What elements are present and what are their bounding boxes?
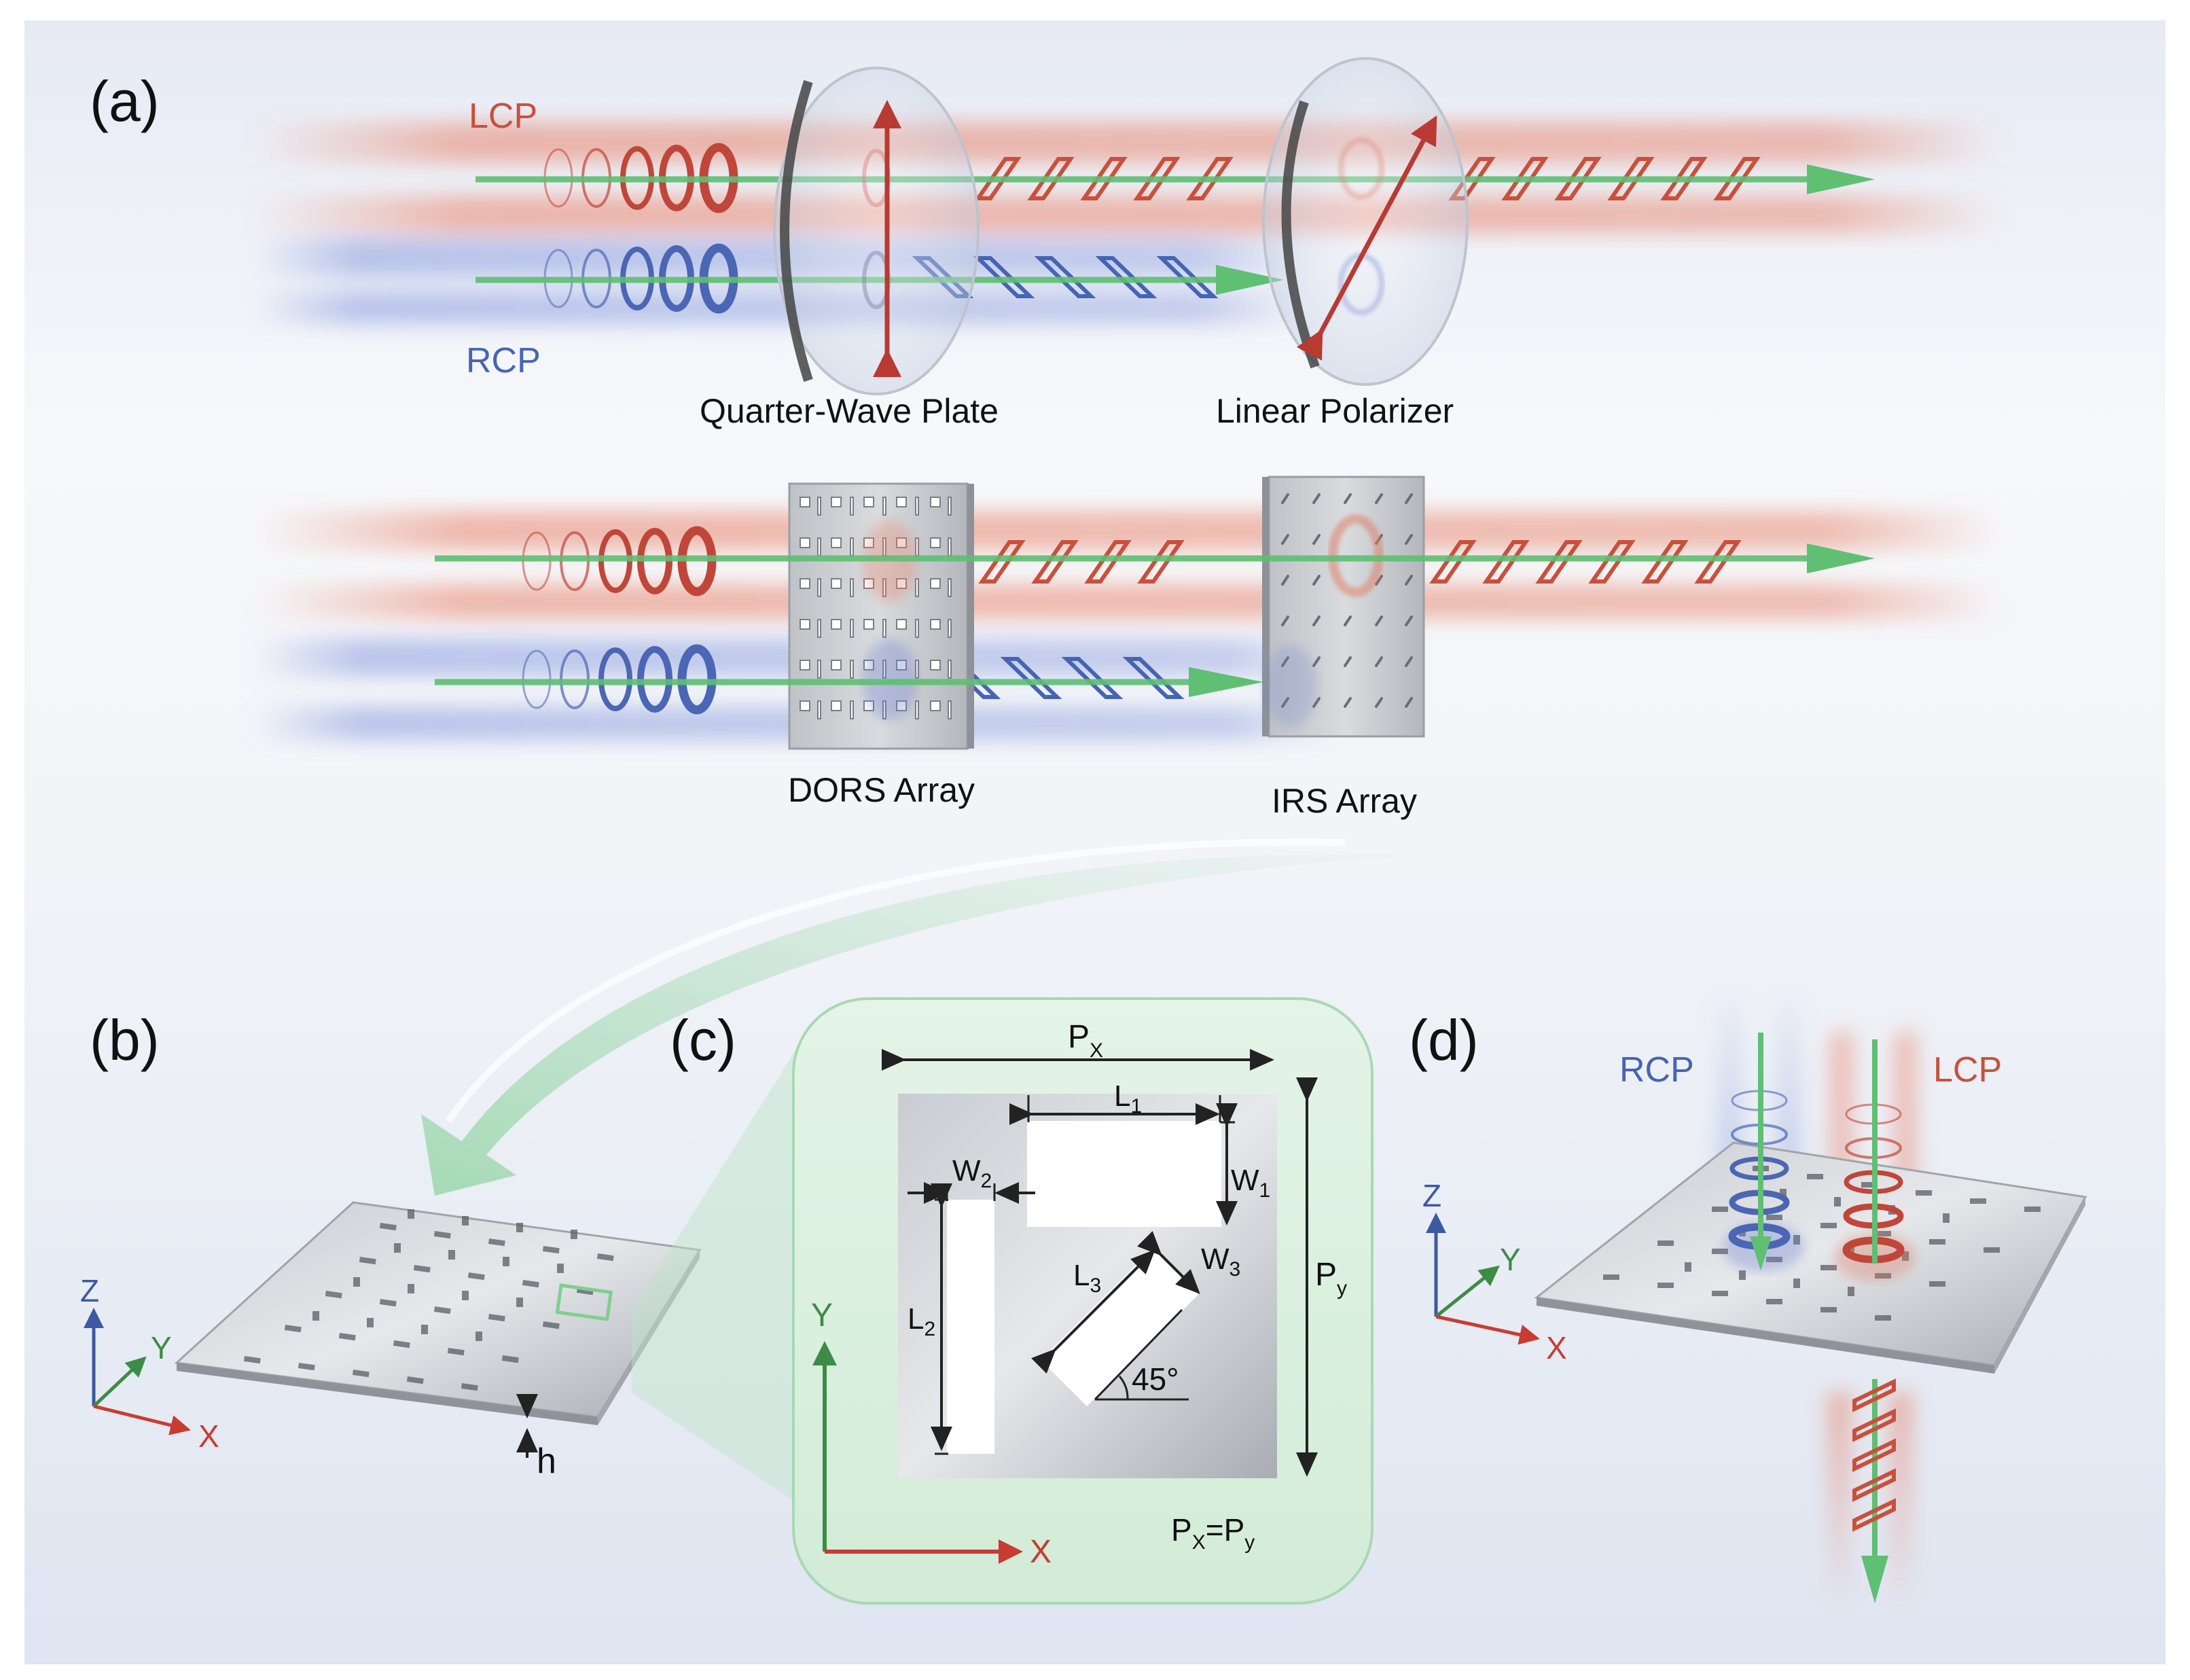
axis-b-y: Y [151,1330,172,1365]
lcp-beam-lower-b [251,584,2004,620]
rcp-arrowhead-bottom [1189,667,1263,697]
panel-d-label: (d) [1409,1008,1479,1072]
w1-label: W1 [1231,1164,1270,1202]
polarizer-label: Linear Polarizer [1216,392,1454,430]
lcp-arrowhead-top [1807,164,1875,194]
slot-l1 [1027,1121,1221,1227]
irs-label: IRS Array [1272,782,1417,820]
slot-l2 [947,1200,994,1454]
lcp-beam-upper [251,122,2004,163]
lcp-linear-wave-top [974,157,1761,200]
lcp-label-top: LCP [469,96,537,136]
transmitted-linear-wave-d [1852,1378,1896,1532]
axis-d-y: Y [1500,1242,1521,1277]
panel-b-label: (b) [90,1008,160,1072]
rcp-label-d: RCP [1619,1050,1694,1090]
l3-label: L3 [1073,1259,1101,1297]
w3-label: W3 [1201,1243,1240,1281]
axis-b-z: Z [80,1273,99,1308]
polarizer-axis-arrow [1296,115,1437,361]
px-equals-py: PX=Py [1171,1512,1255,1554]
axis-b-x: X [198,1418,219,1454]
l1-label: L1 [1114,1079,1142,1118]
px-label: PX [1068,1019,1103,1062]
transmitted-beam-d-left [1827,1393,1852,1596]
panel-c-label: (c) [670,1008,736,1072]
unit-cell-highlight [555,1283,613,1321]
w2-label: W2 [952,1154,992,1192]
axis-c-y: Y [811,1298,833,1334]
irs-slots [1281,493,1413,708]
panel-d: (d) RCP LCP [1409,999,2087,1603]
axes-d: Z Y X [1422,1178,1567,1365]
dors-slots [800,497,952,719]
zoom-wedge [632,1019,815,1515]
axis-d-x: X [1546,1330,1567,1365]
thickness-label: h [537,1442,556,1481]
dors-array [788,482,974,750]
linear-polarizer [1262,57,1469,386]
angle-label: 45° [1132,1361,1179,1397]
transmitted-arrowhead-d [1861,1556,1888,1603]
axes-c: Y X [811,1298,1052,1570]
rcp-arrowhead-d [1750,1236,1772,1270]
qwp-label: Quarter-Wave Plate [700,392,999,430]
panel-a: (a) LCP RCP [90,57,2004,820]
panel-a-label: (a) [90,69,160,133]
plate-b-slots [243,1209,614,1391]
panel-c: (c) PX Py L1 W1 W2 L2 [670,997,1374,1605]
lcp-arrowhead-bottom [1807,543,1875,573]
rcp-label-top: RCP [466,341,541,380]
axes-b: Z Y X [80,1273,219,1454]
quarter-wave-plate [773,67,980,395]
lcp-beam-lower [251,196,2004,234]
py-label: Py [1315,1257,1347,1300]
metasurface-plate-b [174,1201,702,1425]
zoom-curve-arrow [421,838,1399,1196]
dors-label: DORS Array [788,771,975,809]
axis-d-z: Z [1422,1178,1441,1213]
irs-array [1262,476,1425,738]
panel-b: (b) h Z [80,1008,702,1481]
l2-label: L2 [908,1302,935,1340]
lcp-label-d: LCP [1933,1050,2002,1090]
rcp-arrowhead-top [1216,265,1284,295]
axis-c-x: X [1030,1534,1052,1570]
transmitted-beam-d-right [1888,1393,1913,1596]
rcp-beam-lower [251,291,1304,325]
propagation-arrows-bottom [435,543,1875,697]
